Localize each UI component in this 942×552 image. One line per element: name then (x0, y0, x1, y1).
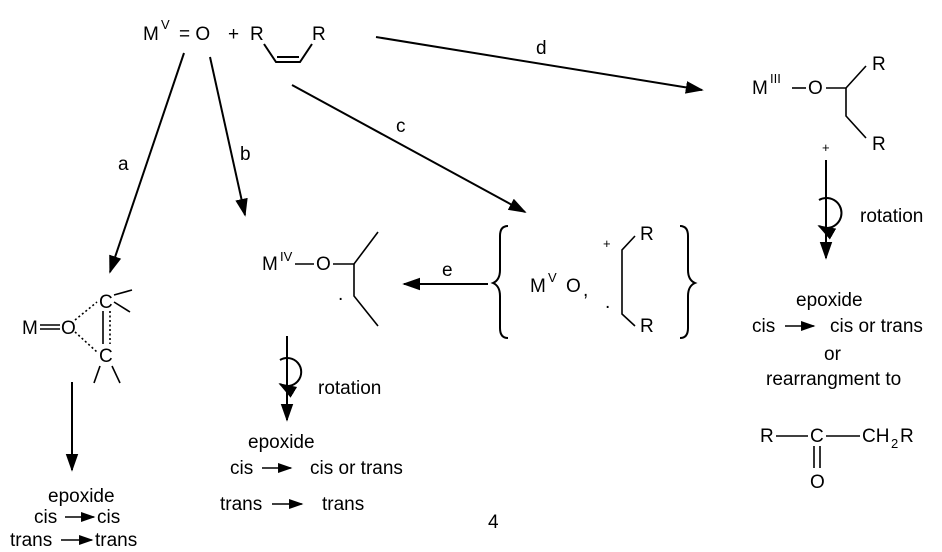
d-or: or (824, 344, 842, 365)
arrow-b (209, 56, 248, 217)
d-row1-left: cis (752, 316, 775, 337)
ketone-r-left: R (760, 426, 774, 447)
ketone-ch: CH (862, 426, 889, 447)
ketone-carbon: C (810, 426, 824, 447)
b-row2-left: trans (220, 494, 262, 515)
a-c2-sub-1 (93, 365, 101, 384)
c-r2: R (640, 316, 654, 337)
b-rotation-arc (278, 357, 303, 398)
b-metal: M (262, 254, 278, 275)
c-metal: M (530, 276, 546, 297)
ketone-r-right: R (900, 426, 914, 447)
b-oxidation-state: IV (280, 249, 293, 264)
c-comma: , (583, 280, 588, 301)
path-b-intermediate: M IV O . (262, 231, 379, 327)
a-o-c1-partial (74, 301, 98, 321)
ketone-product: R C CH 2 R O (760, 426, 914, 493)
alkene-r2: R (312, 24, 326, 45)
d-r2: R (872, 134, 886, 155)
a-carbon-top: C (99, 292, 113, 313)
c-r1: R (640, 224, 654, 245)
c-radical-dot: . (605, 292, 610, 313)
path-d-outcome: epoxide cis cis or trans or rearrangment… (752, 290, 923, 390)
a-metal: M (22, 318, 38, 339)
arrow-d (375, 36, 704, 94)
label-a: a (118, 154, 129, 175)
reactant: M V = O + R R (143, 17, 326, 63)
b-oxygen: O (316, 254, 331, 275)
d-cation-plus: + (822, 140, 830, 155)
c-cation-plus: + (603, 236, 611, 251)
a-c1-sub-1 (113, 289, 133, 296)
d-row1-right: cis or trans (830, 316, 923, 337)
d-rotation: rotation (817, 160, 923, 260)
d-rotation-arc (817, 197, 843, 240)
a-oxygen: O (61, 318, 76, 339)
b-row2-right: trans (322, 494, 364, 515)
d-c-c-bond (845, 88, 867, 139)
path-a-intermediate: M O C C (22, 289, 133, 384)
d-rearrangement: rearrangment to (766, 369, 901, 390)
reactant-plus: + (228, 24, 239, 45)
alkene-bond (263, 43, 313, 63)
c-left-brace (490, 225, 509, 339)
d-r1: R (872, 54, 886, 75)
a-row2-right: trans (95, 530, 137, 551)
reactant-oxo: = O (179, 24, 210, 45)
b-product: epoxide (248, 432, 315, 453)
a-row2-left: trans (10, 530, 52, 551)
path-b-outcome: epoxide cis cis or trans trans trans (220, 432, 403, 515)
c-oxidation-state: V (548, 270, 557, 285)
a-row1-left: cis (34, 507, 57, 528)
ketone-subscript: 2 (891, 436, 898, 451)
alkene-r1: R (250, 24, 264, 45)
path-d-intermediate: M III O R R + (752, 54, 886, 155)
a-product: epoxide (48, 486, 115, 507)
c-right-brace (679, 225, 698, 339)
b-rotation-label: rotation (318, 378, 381, 399)
d-o-c-bond (826, 65, 867, 89)
label-b: b (240, 144, 251, 165)
a-row1-right: cis (97, 507, 120, 528)
d-metal: M (752, 78, 768, 99)
label-d: d (536, 38, 547, 59)
reactant-oxidation-state: V (161, 17, 170, 32)
b-o-c-bond (333, 231, 379, 265)
reactant-metal: M (143, 24, 159, 45)
path-c-intermediate: M V O , + . R R (490, 224, 698, 339)
c-chain (621, 235, 636, 327)
b-rotation: rotation (278, 336, 381, 422)
path-a-outcome: epoxide cis cis trans trans (10, 486, 137, 551)
b-c-c-bond (353, 264, 379, 327)
a-o-c2-partial (74, 331, 98, 353)
arrow-a (109, 52, 185, 274)
d-oxidation-state: III (770, 71, 781, 86)
a-c1-sub-2 (113, 301, 131, 313)
label-e: e (442, 260, 453, 281)
b-radical-dot: . (338, 284, 343, 305)
d-rotation-label: rotation (860, 206, 923, 227)
b-row1-left: cis (230, 458, 253, 479)
arrow-c (291, 84, 527, 213)
d-product: epoxide (796, 290, 863, 311)
ketone-oxygen: O (810, 472, 825, 493)
figure-number: 4 (488, 512, 499, 533)
a-c2-sub-2 (111, 365, 121, 384)
label-c: c (396, 116, 406, 137)
d-oxygen: O (808, 78, 823, 99)
b-row1-right: cis or trans (310, 458, 403, 479)
c-oxygen: O (566, 276, 581, 297)
a-carbon-bottom: C (99, 346, 113, 367)
